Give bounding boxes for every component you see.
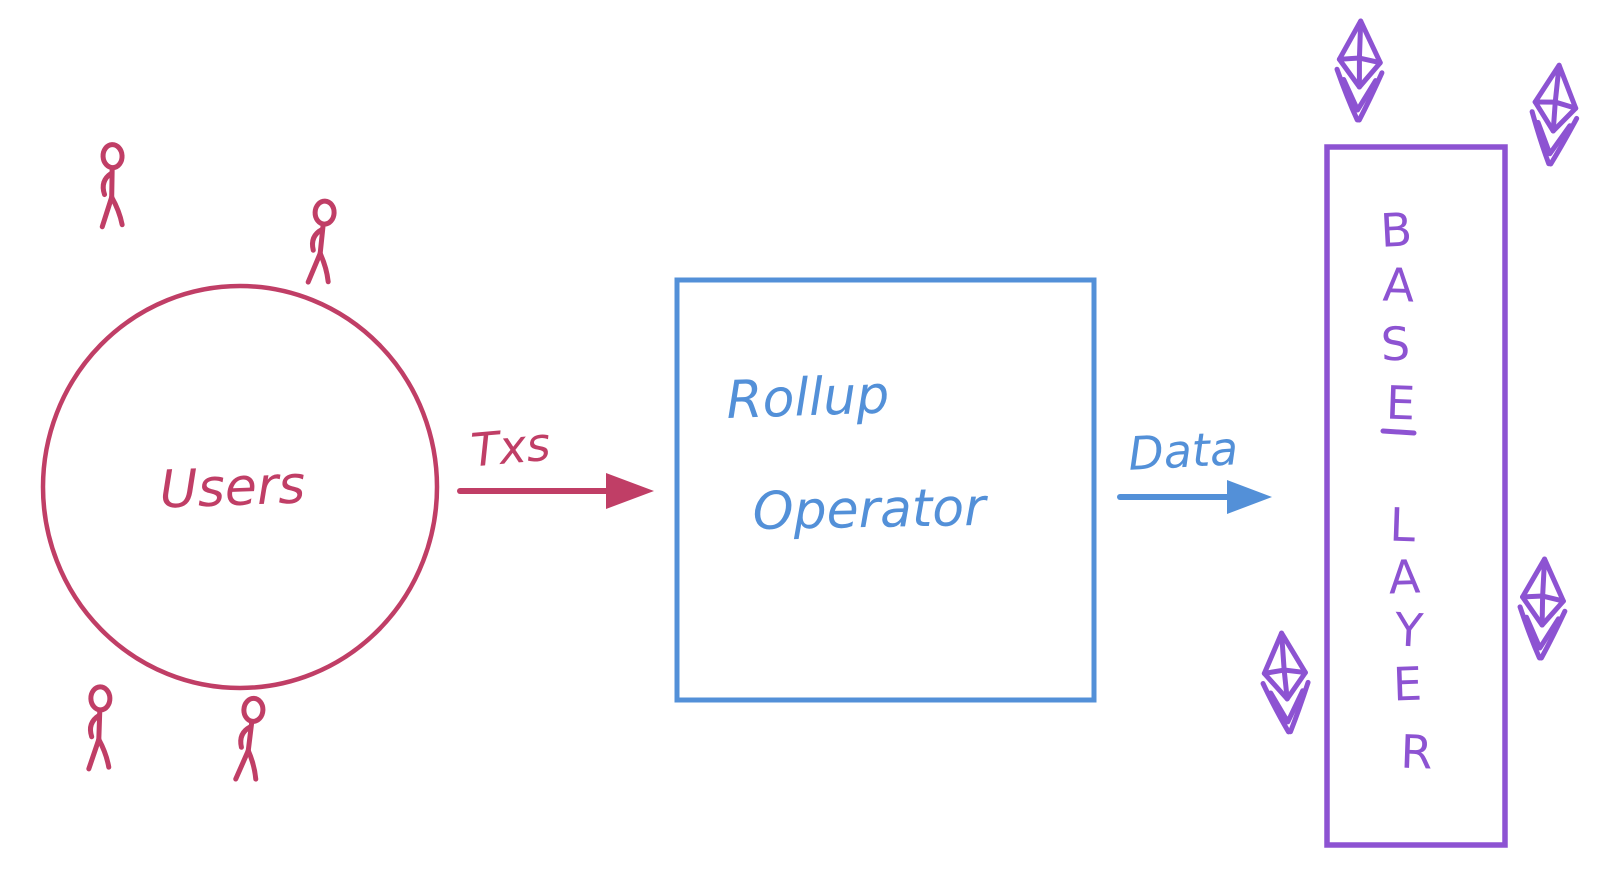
base-letter: Y (1392, 602, 1425, 657)
users-circle (40, 283, 440, 691)
base-layer-group: B A S E L A Y E R (1260, 20, 1582, 848)
base-letter: R (1400, 724, 1434, 779)
txs-arrowhead (606, 473, 654, 509)
person-icon (86, 687, 112, 769)
base-letter: S (1380, 317, 1411, 372)
base-letter: E (1392, 657, 1423, 712)
data-arrow (1117, 480, 1272, 514)
base-letter: A (1382, 257, 1416, 312)
txs-arrow-label: Txs (469, 417, 553, 478)
rollup-label-line2: Operator (752, 478, 989, 542)
base-layer-box (1324, 144, 1508, 848)
users-group: Users Txs (40, 144, 654, 781)
person-icon (236, 698, 264, 781)
rollup-group: Rollup Operator Data (674, 277, 1272, 703)
base-letter: E (1385, 376, 1416, 431)
base-letter: B (1379, 202, 1413, 258)
rollup-operator-box (674, 277, 1097, 703)
txs-arrow (457, 473, 654, 509)
base-letter-underline (1380, 428, 1417, 436)
data-arrow-label: Data (1127, 421, 1240, 481)
ethereum-icon (1260, 632, 1312, 734)
ethereum-icon (1335, 20, 1383, 121)
rollup-label-line1: Rollup (725, 365, 890, 431)
base-letter: L (1389, 498, 1417, 553)
base-letter: A (1388, 549, 1422, 604)
person-icon (308, 201, 334, 283)
ethereum-icon (1517, 558, 1567, 659)
ethereum-icon (1527, 63, 1582, 166)
person-icon (98, 144, 126, 227)
data-arrowhead (1227, 480, 1272, 514)
users-label: Users (159, 455, 307, 520)
